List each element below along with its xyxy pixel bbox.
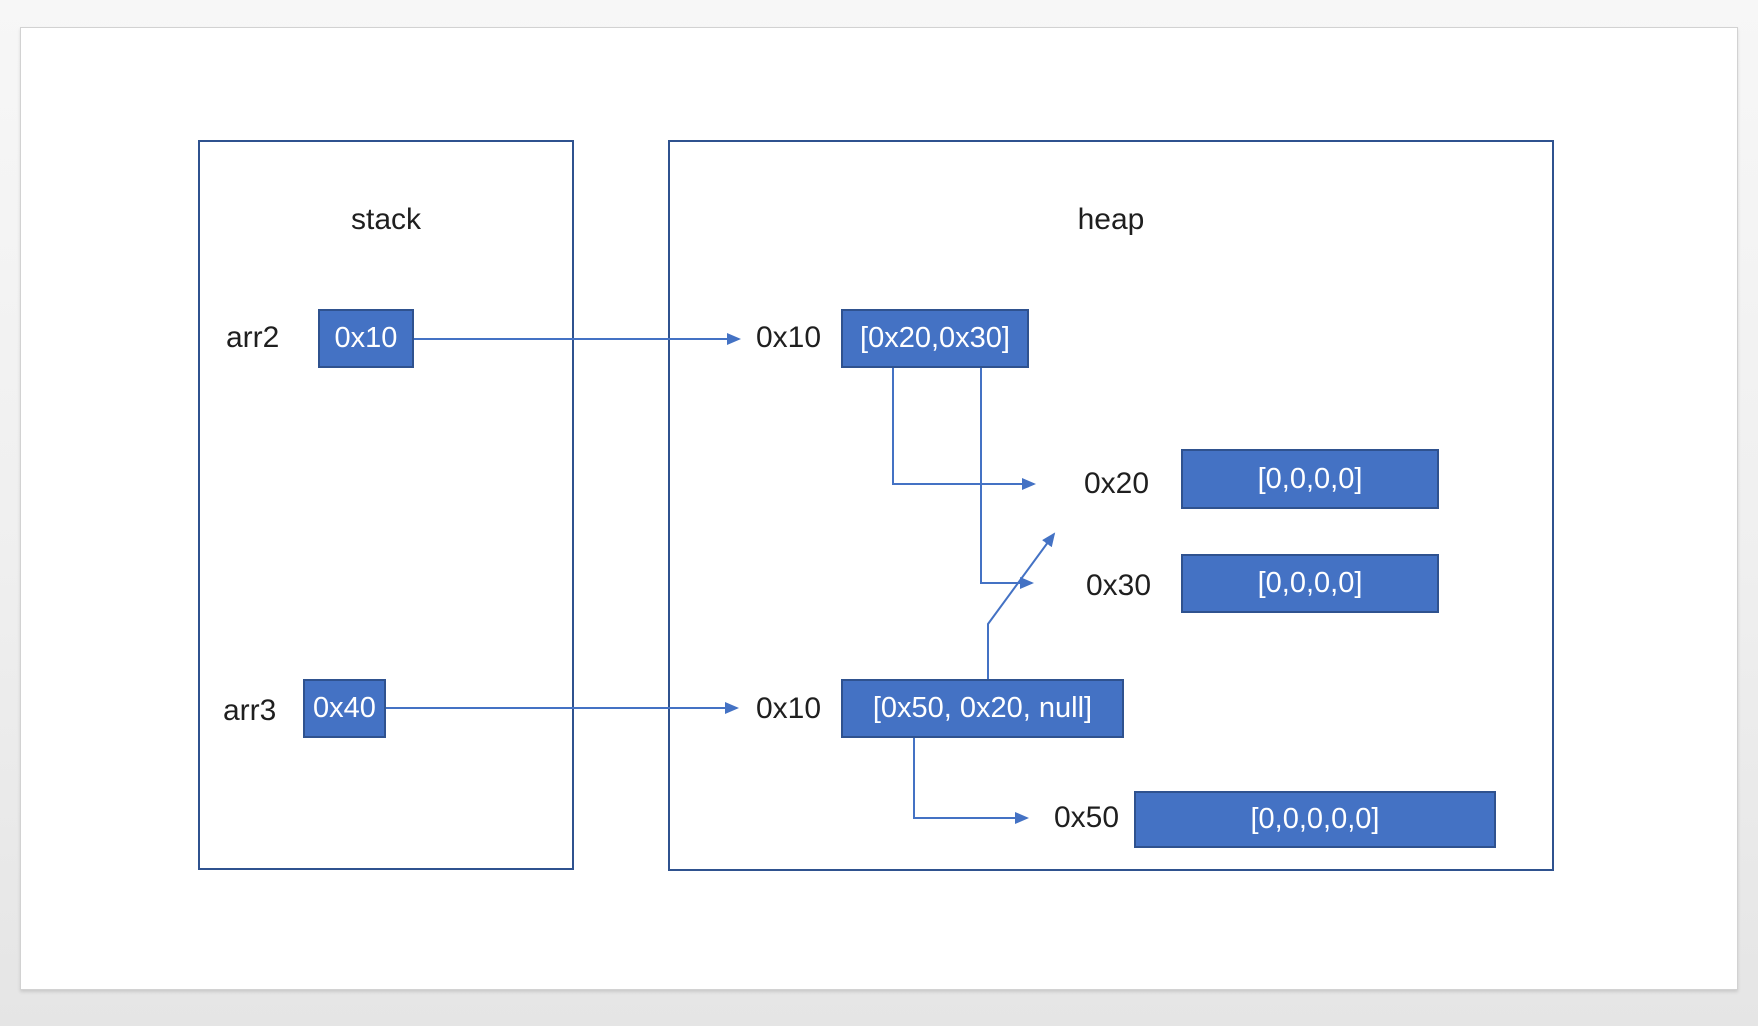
heap-box (668, 140, 1554, 871)
stack-value-box-arr2: 0x10 (318, 309, 414, 368)
heap-address-label-row2: 0x20 (1084, 467, 1150, 500)
heap-value-box-row3: [0,0,0,0] (1181, 554, 1439, 613)
stack-title: stack (350, 203, 422, 236)
heap-address-label-row3: 0x30 (1086, 569, 1152, 602)
heap-value-box-row2: [0,0,0,0] (1181, 449, 1439, 509)
stack-value-box-arr3: 0x40 (303, 679, 386, 738)
heap-value-box-row4: [0x50, 0x20, null] (841, 679, 1124, 738)
heap-value-box-row1: [0x20,0x30] (841, 309, 1029, 368)
heap-value-box-row5: [0,0,0,0,0] (1134, 791, 1496, 848)
heap-address-label-row5: 0x50 (1054, 801, 1120, 834)
stack-box (198, 140, 574, 870)
heap-address-label-row1: 0x10 (756, 321, 822, 354)
document-page: stack heap arr2 0x10 arr3 0x40 0x10 [0x2… (20, 27, 1738, 990)
stack-row-label-arr3: arr3 (223, 694, 277, 727)
heap-address-label-row4: 0x10 (756, 692, 822, 725)
heap-title: heap (1077, 203, 1145, 236)
stack-row-label-arr2: arr2 (226, 321, 280, 354)
